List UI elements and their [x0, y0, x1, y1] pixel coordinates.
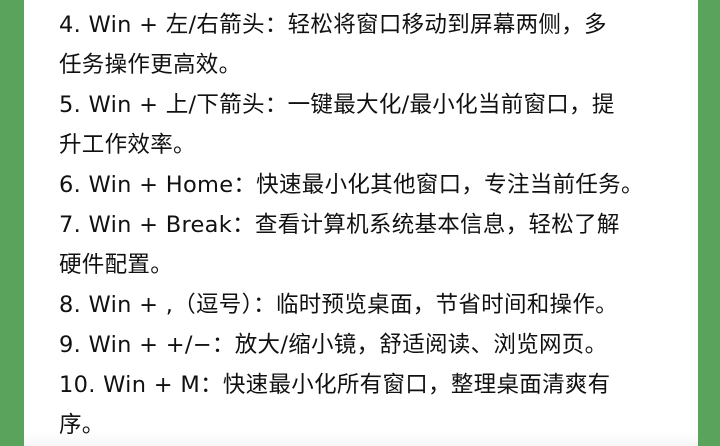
tip-8-line-1: 8. Win + ,（逗号）：临时预览桌面，节省时间和操作。 [59, 292, 618, 318]
tip-4-line-1: 4. Win + 左/右箭头：轻松将窗口移动到屏幕两侧，多 [59, 12, 607, 38]
tip-7-line-1: 7. Win + Break：查看计算机系统基本信息，轻松了解 [59, 212, 620, 238]
tip-10-line-2: 序。 [59, 412, 105, 438]
tip-10-line-1: 10. Win + M：快速最小化所有窗口，整理桌面清爽有 [59, 372, 611, 398]
shortcut-tip-list: 4. Win + 左/右箭头：轻松将窗口移动到屏幕两侧，多 任务操作更高效。 5… [59, 5, 687, 445]
note-card: 4. Win + 左/右箭头：轻松将窗口移动到屏幕两侧，多 任务操作更高效。 5… [24, 0, 698, 446]
tip-5-line-2: 升工作效率。 [59, 132, 196, 158]
tip-6-line-1: 6. Win + Home：快速最小化其他窗口，专注当前任务。 [59, 172, 644, 198]
tip-9-line-1: 9. Win + +/−：放大/缩小镜，舒适阅读、浏览网页。 [59, 332, 608, 358]
tip-7-line-2: 硬件配置。 [59, 252, 174, 278]
tip-5-line-1: 5. Win + 上/下箭头：一键最大化/最小化当前窗口，提 [59, 92, 615, 118]
tip-4-line-2: 任务操作更高效。 [59, 52, 242, 78]
